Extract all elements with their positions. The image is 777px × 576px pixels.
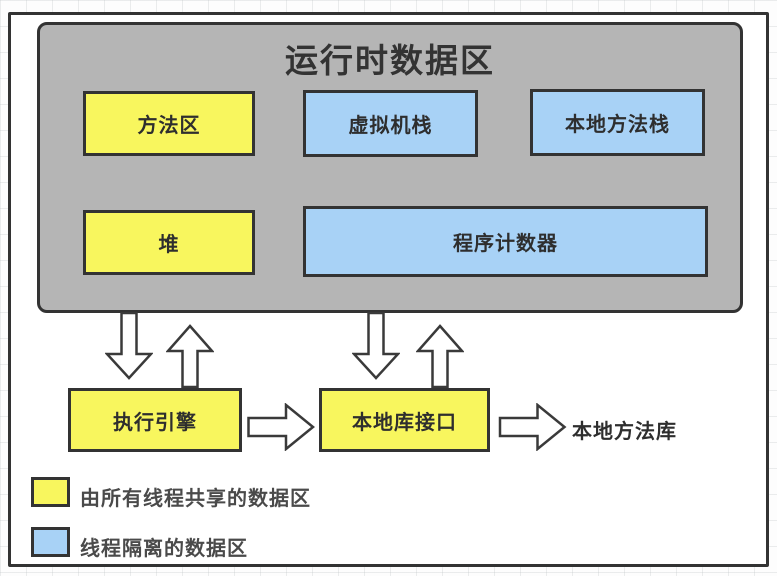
right-arrow-icon	[247, 403, 315, 451]
legend-isolated-swatch	[31, 527, 70, 557]
native-method-stack-label: 本地方法栈	[565, 114, 670, 136]
up-arrow-icon	[416, 324, 464, 388]
method-area-box: 方法区	[83, 91, 255, 156]
down-arrow-icon	[352, 312, 400, 380]
legend-shared-swatch	[31, 477, 70, 507]
native-method-stack-box: 本地方法栈	[530, 89, 705, 156]
runtime-data-area-title: 运行时数据区	[285, 42, 495, 79]
right-arrow-icon	[498, 403, 567, 451]
down-arrow-icon	[105, 312, 153, 380]
heap-box: 堆	[83, 210, 255, 275]
native-interface-box: 本地库接口	[319, 388, 490, 452]
vm-stack-label: 虚拟机栈	[348, 115, 433, 137]
legend-shared-label: 由所有线程共享的数据区	[80, 488, 311, 510]
up-arrow-icon	[166, 324, 214, 388]
native-library-label: 本地方法库	[572, 421, 677, 443]
execution-engine-box: 执行引擎	[68, 388, 242, 452]
legend-isolated-label: 线程隔离的数据区	[80, 538, 248, 560]
vm-stack-box: 虚拟机栈	[303, 90, 478, 157]
program-counter-label: 程序计数器	[453, 233, 558, 255]
execution-engine-label: 执行引擎	[113, 411, 197, 434]
program-counter-box: 程序计数器	[303, 206, 708, 277]
heap-label: 堆	[158, 234, 180, 256]
method-area-label: 方法区	[137, 115, 201, 137]
native-interface-label: 本地库接口	[352, 411, 457, 434]
